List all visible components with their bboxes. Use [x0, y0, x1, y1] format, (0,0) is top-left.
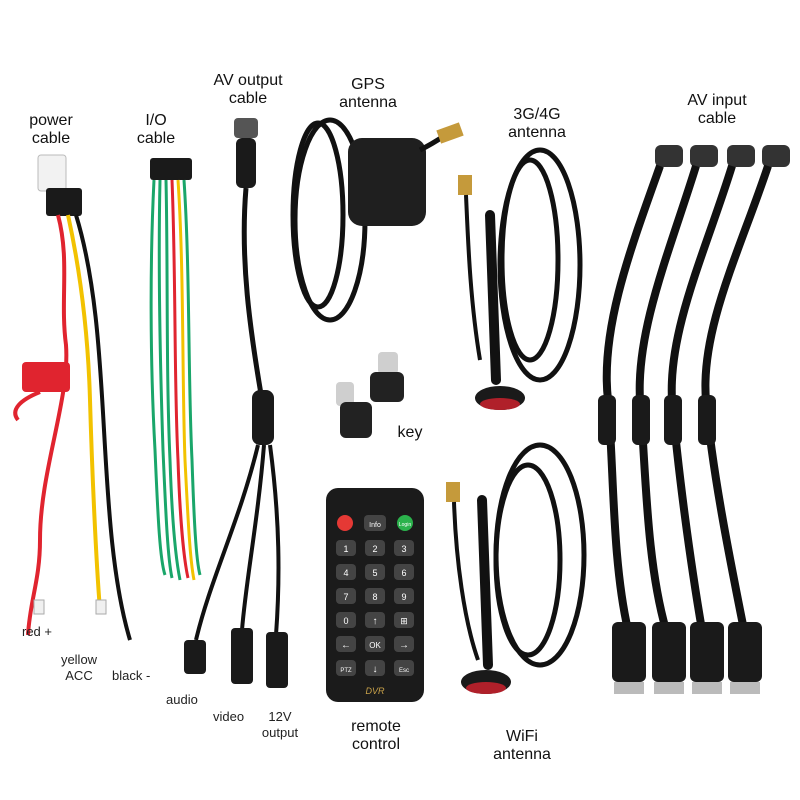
gps-puck [348, 138, 426, 226]
av-input-cables [598, 145, 790, 694]
12v-output-label: 12V output [258, 709, 302, 741]
left-arrow-icon: ← [341, 640, 351, 651]
wifi-label-line2: antenna [493, 746, 551, 763]
key-2-blade [336, 382, 354, 406]
io-connector [150, 158, 192, 180]
av-splitter [252, 390, 274, 445]
av-input-cable-label: AV input cable [674, 92, 760, 128]
wifi-antenna-label: WiFi antenna [482, 728, 562, 764]
info-button [364, 515, 386, 531]
key-5: 5 [372, 568, 377, 578]
black-wire-label: black - [112, 668, 151, 683]
12v-label-line2: output [261, 725, 299, 740]
av-input-label-line1: AV input [687, 92, 747, 109]
power-cable-label-line2: cable [31, 130, 71, 147]
12v-label-line1: 12V [268, 709, 292, 724]
key-label: key [397, 424, 423, 441]
remote-label-line1: remote [351, 718, 401, 735]
audio-plug [184, 640, 206, 674]
black-wire [74, 214, 132, 641]
av-input-cable-2 [632, 145, 718, 694]
yellow-wire [66, 214, 102, 611]
3g4g-antenna [458, 147, 583, 410]
key-1-blade [378, 352, 398, 374]
login-button [397, 515, 413, 531]
io-cable [149, 158, 202, 581]
3g4g-label-line1: 3G/4G [513, 106, 561, 123]
key-7: 7 [343, 592, 348, 602]
key-9: 9 [401, 592, 406, 602]
grid-icon: ⊞ [400, 616, 408, 626]
av-output-head [234, 118, 258, 138]
yellow-wire-label: yellow ACC [54, 652, 104, 684]
av-output-cable [184, 118, 288, 688]
power-cable-label: power cable [20, 112, 82, 148]
key-3: 3 [401, 544, 406, 554]
power-connector-black [46, 188, 82, 216]
keys [336, 352, 404, 438]
gps-label-line1: GPS [351, 76, 385, 93]
av-input-cable-4 [698, 145, 790, 694]
down-arrow-icon: ↓ [373, 664, 378, 675]
right-arrow-icon: → [399, 640, 409, 651]
power-connector-white [37, 154, 67, 192]
av-input-cable-3 [664, 145, 755, 694]
login-label: Login [399, 522, 411, 528]
dc-plug [266, 632, 288, 688]
3g4g-label-line2: antenna [508, 124, 566, 141]
remote-control-label: remote control [334, 718, 418, 754]
video-label: video [213, 709, 245, 724]
gps-antenna-label: GPS antenna [326, 76, 410, 112]
3g4g-sma [458, 175, 472, 195]
red-wire [26, 214, 69, 636]
ptz-key: PTZ [340, 668, 352, 674]
io-cable-label: I/O cable [128, 112, 184, 148]
power-cable [13, 154, 132, 641]
io-cable-label-line2: cable [136, 130, 176, 147]
remote-control: Info Login 1 2 3 4 5 [326, 488, 424, 702]
wifi-antenna [446, 442, 587, 694]
io-cable-label-line1: I/O [145, 112, 167, 129]
wifi-sma [446, 482, 460, 502]
video-plug [231, 628, 253, 684]
av-output-cable-label: AV output cable [203, 72, 293, 108]
yellow-label-line2: ACC [65, 668, 93, 683]
esc-key: Esc [399, 668, 409, 674]
key-2: 2 [372, 544, 377, 554]
gps-sma [436, 122, 464, 144]
key-1-head [370, 372, 404, 402]
key-8: 8 [372, 592, 377, 602]
power-cable-label-line1: power [29, 112, 73, 129]
red-wire-label: red + [22, 624, 52, 639]
gps-antenna [290, 117, 464, 323]
gps-label-line2: antenna [339, 94, 397, 111]
key-6: 6 [401, 568, 406, 578]
audio-label: audio [166, 692, 198, 707]
wifi-label-line1: WiFi [506, 728, 538, 745]
av-input-label-line2: cable [697, 110, 737, 127]
key-4: 4 [343, 568, 348, 578]
power-button [337, 515, 353, 531]
av-output-label-line1: AV output [213, 72, 283, 89]
remote-brand: DVR [365, 686, 385, 696]
number-pad: 1 2 3 4 5 6 7 8 9 0 ↑ ⊞ ← OK → PTZ ↓ Esc [336, 540, 414, 676]
key-2-head [340, 402, 372, 438]
fuse-holder [22, 362, 70, 392]
ok-key: OK [369, 641, 381, 650]
remote-label-line2: control [351, 736, 401, 753]
info-label: Info [369, 522, 381, 529]
yellow-label-line1: yellow [60, 652, 98, 667]
av-output-label-line2: cable [228, 90, 268, 107]
3g4g-antenna-label: 3G/4G antenna [497, 106, 577, 142]
key-0: 0 [343, 616, 348, 626]
up-arrow-icon: ↑ [373, 616, 378, 627]
key-1: 1 [343, 544, 348, 554]
av-input-cable-1 [598, 145, 683, 694]
